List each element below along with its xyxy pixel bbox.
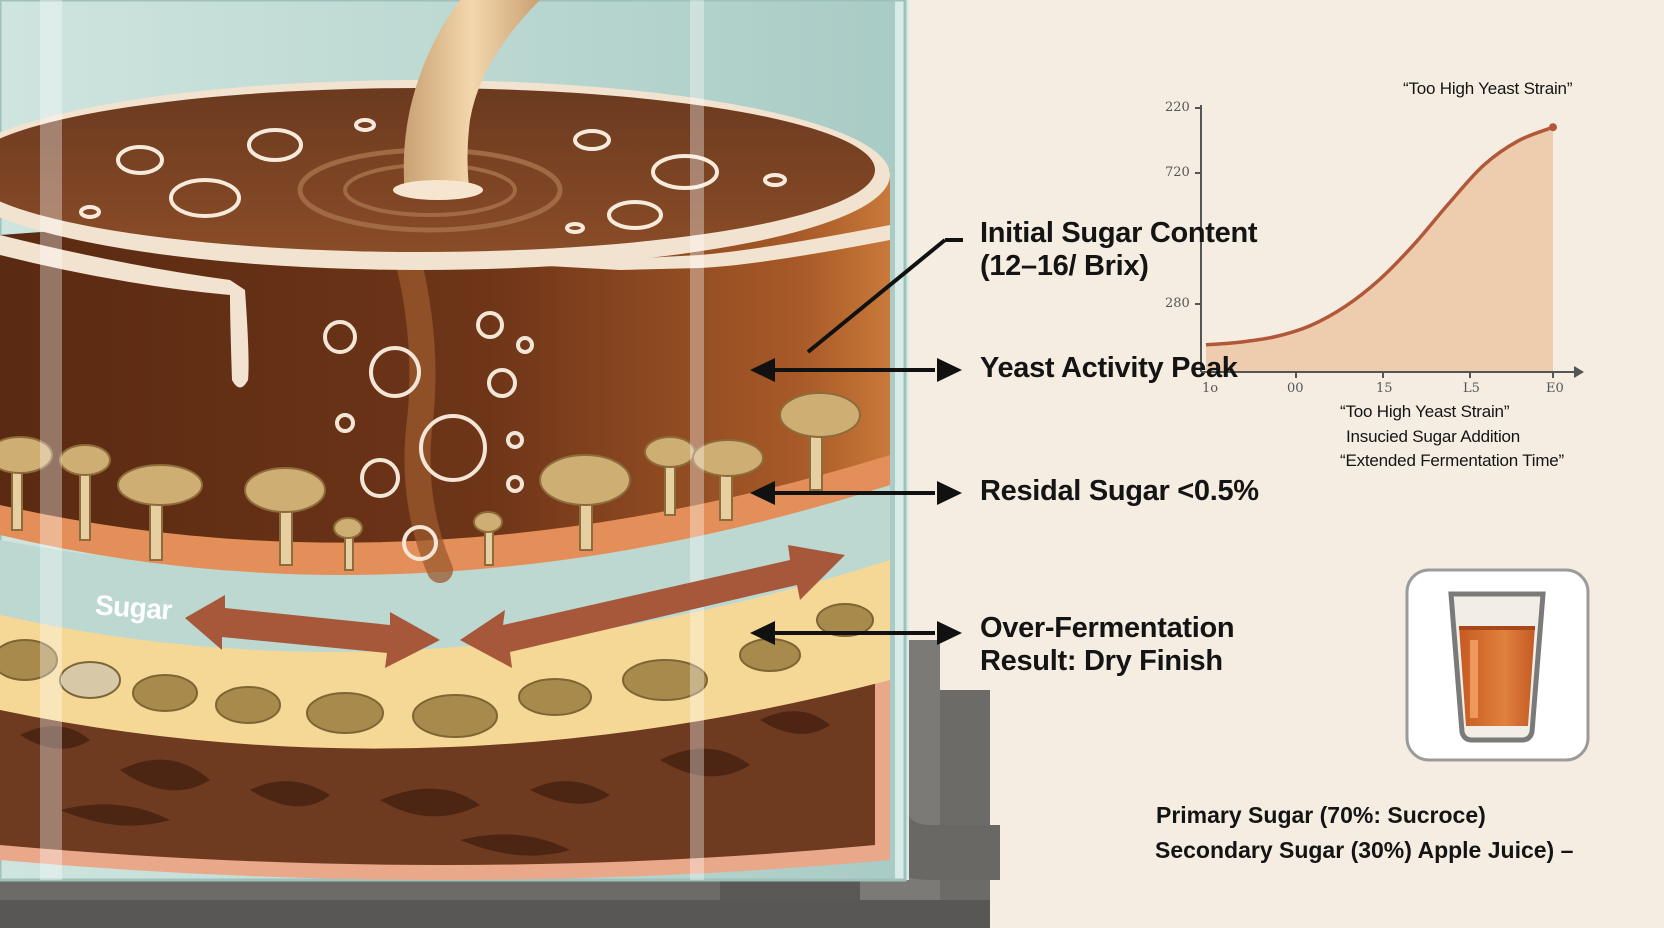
label-initial-sugar: Initial Sugar Content (12–16/ Brix) bbox=[980, 217, 1258, 283]
chart-area-fill bbox=[1206, 127, 1553, 372]
chart-legend-item: “Extended Fermentation Time” bbox=[1340, 451, 1564, 470]
chart-endpoint-marker bbox=[1549, 123, 1557, 132]
footer-primary-sugar: Primary Sugar (70%: Sucroce) bbox=[1156, 802, 1486, 828]
chart-title: “Too High Yeast Strain” bbox=[1403, 79, 1573, 98]
rising-bubbles bbox=[323, 311, 534, 561]
chart-y-tick-label: 220 bbox=[1165, 100, 1190, 115]
chart-legend-item: “Too High Yeast Strain” bbox=[1340, 402, 1510, 421]
pouring-stream bbox=[393, 0, 540, 200]
sugar-layer bbox=[0, 550, 890, 749]
chart-x-tick-label: 00 bbox=[1287, 381, 1304, 396]
label-over-fermentation: Over-Fermentation Result: Dry Finish bbox=[980, 612, 1235, 678]
chart-series-line bbox=[1205, 125, 1554, 347]
label-initial-sugar-line2: (12–16/ Brix) bbox=[980, 250, 1149, 282]
sugar-flow-arrows bbox=[185, 545, 845, 668]
label-over-fermentation-line1: Over-Fermentation bbox=[980, 612, 1235, 644]
label-initial-sugar-line1: Initial Sugar Content bbox=[980, 217, 1258, 249]
chart-x-tick-label: L5 bbox=[1463, 381, 1480, 396]
chart-x-tick-label: 15 bbox=[1376, 381, 1393, 396]
label-residual-sugar: Residal Sugar <0.5% bbox=[980, 475, 1259, 507]
chart-legend-item: Insucied Sugar Addition bbox=[1346, 427, 1521, 446]
annotation-leaders bbox=[750, 238, 963, 645]
yeast-strain-chart bbox=[1195, 105, 1584, 378]
chart-x-tick-label: 1o bbox=[1202, 381, 1219, 396]
footer-secondary-sugar: Secondary Sugar (30%) Apple Juice) – bbox=[1155, 837, 1574, 863]
label-sugar-layer: Sugar bbox=[94, 589, 173, 626]
label-yeast-peak: Yeast Activity Peak bbox=[980, 352, 1238, 384]
chart-y-tick-label: 280 bbox=[1165, 296, 1190, 311]
chart-x-axis-arrow bbox=[1574, 366, 1584, 378]
yeast-colonies bbox=[0, 392, 861, 571]
chart-x-tick-label: E0 bbox=[1546, 381, 1564, 396]
chart-x-ticks bbox=[1295, 372, 1554, 378]
juice-glass-icon bbox=[1405, 568, 1590, 762]
label-over-fermentation-line2: Result: Dry Finish bbox=[980, 645, 1223, 677]
chart-y-ticks bbox=[1195, 107, 1201, 305]
chart-y-tick-label: 720 bbox=[1165, 165, 1190, 180]
glass-highlights bbox=[40, 0, 704, 880]
